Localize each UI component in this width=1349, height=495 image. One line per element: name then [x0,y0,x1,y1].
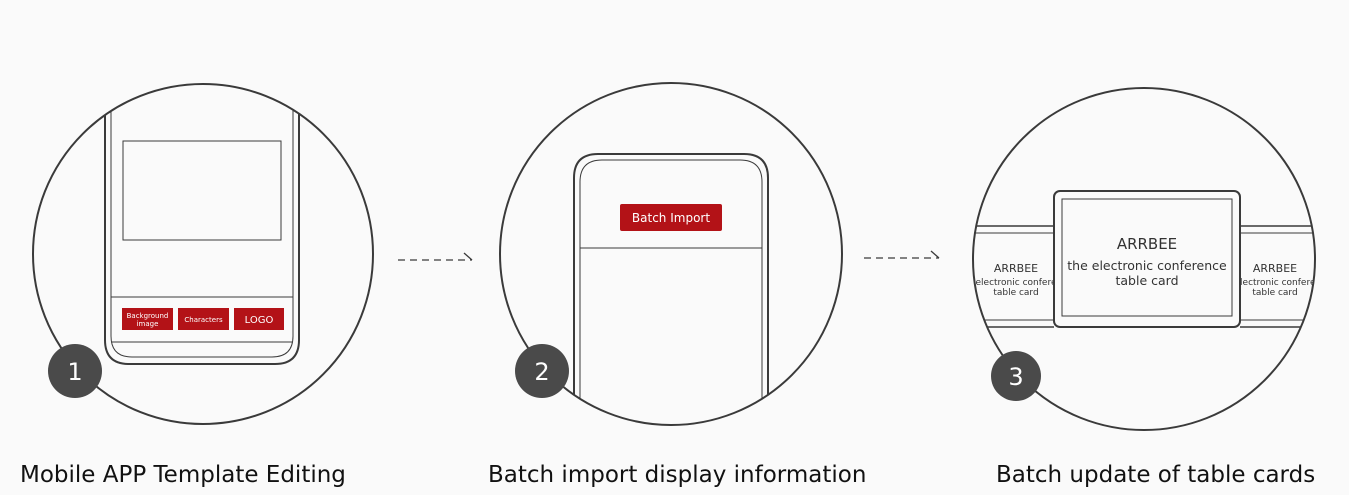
side-card-right-line2: table card [1252,288,1297,298]
center-card-line1: the electronic conference [1067,258,1227,273]
background-image-label-1: Background [127,312,169,320]
step-1-badge: 1 [48,344,102,398]
step-1-number: 1 [67,358,82,386]
phone-1-outer [104,84,300,365]
step-2-circle [499,82,843,426]
step-3-caption: Batch update of table cards [996,462,1316,488]
phone-2-inner [579,159,763,425]
background-image-button[interactable]: Background image [122,308,173,330]
characters-button[interactable]: Characters [178,308,229,330]
batch-import-button[interactable]: Batch Import [620,204,722,231]
step-1: Background image Characters LOGO 1 [32,83,374,425]
phone-2-outer [573,153,769,425]
dashed-arrow-right-icon [398,252,473,261]
step-1-caption: Mobile APP Template Editing [20,462,346,488]
logo-button[interactable]: LOGO [234,308,284,330]
center-card-line2: table card [1115,273,1178,288]
preview-screen [122,140,282,241]
step-3: ARRBEE electronic confere table card ARR… [972,87,1316,431]
step-2: Batch Import 2 [499,82,843,426]
phone-1-inner [110,84,294,358]
characters-label: Characters [184,316,223,324]
side-card-left-line2: table card [993,288,1038,298]
side-card-left-brand: ARRBEE [994,262,1038,275]
step-3-circle [972,87,1316,431]
batch-import-label: Batch Import [632,211,710,225]
step-3-badge: 3 [991,351,1041,401]
background-image-label-2: image [137,320,159,328]
side-card-left-line1: electronic confere [976,278,1057,288]
side-card-right-line1: electronic confere [1235,278,1316,288]
step-2-caption: Batch import display information [488,462,867,488]
side-card-right-brand: ARRBEE [1253,262,1297,275]
step-2-number: 2 [534,358,549,386]
side-card-right: ARRBEE electronic confere table card [1235,225,1316,328]
center-card-brand: ARRBEE [1117,235,1177,253]
side-card-left: ARRBEE electronic confere table card [973,225,1057,328]
step-2-badge: 2 [515,344,569,398]
center-table-card: ARRBEE the electronic conference table c… [1053,190,1241,328]
step-3-number: 3 [1008,363,1023,391]
step-1-circle [32,83,374,425]
logo-label: LOGO [245,315,274,326]
dashed-arrow-right-icon [864,250,940,259]
